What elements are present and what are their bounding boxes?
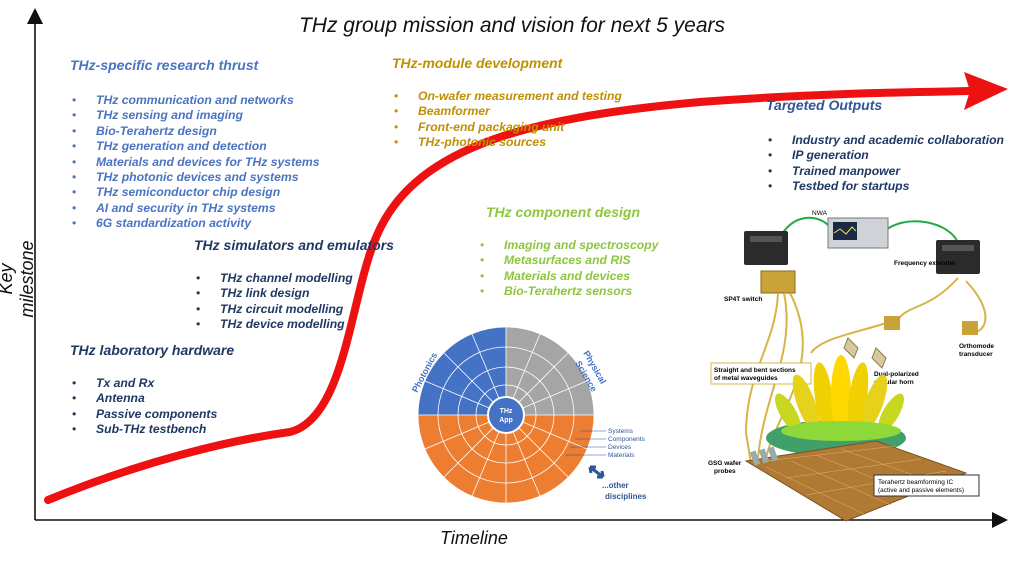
wheel-center-line2: App — [499, 417, 513, 424]
gsg-probes — [749, 446, 779, 466]
wheel-center — [487, 396, 525, 434]
simulators-heading: THz simulators and emulators — [194, 237, 394, 253]
list-item: Materials and devices — [478, 269, 658, 285]
level-systems: Systems — [608, 428, 634, 435]
lab-section: THz laboratory hardware Tx and Rx Antenn… — [70, 342, 234, 438]
chip-die — [746, 441, 966, 521]
list-item: Trained manpower — [766, 164, 1004, 180]
level-devices: Devices — [608, 444, 632, 451]
list-item: Antenna — [70, 391, 234, 407]
research-section: THz-specific research thrust THz communi… — [70, 57, 320, 232]
horn-label-1: Dual-polarized — [874, 371, 919, 378]
gsg-label-2: probes — [714, 468, 736, 475]
list-item: Passive components — [70, 407, 234, 423]
measurement-setup: NWA Frequency extender SP4T switch Ortho… — [708, 210, 994, 522]
double-arrow-icon — [588, 465, 605, 479]
list-item: Bio-Terahertz sensors — [478, 284, 658, 300]
list-item: THz sensing and imaging — [70, 108, 320, 124]
outputs-list: Industry and academic collaboration IP g… — [766, 133, 1004, 195]
sp4t-label: SP4T switch — [724, 296, 762, 303]
list-item: Metasurfaces and RIS — [478, 253, 658, 269]
list-item: THz device modelling — [194, 317, 394, 333]
x-axis-label: Timeline — [440, 528, 508, 548]
list-item: Tx and Rx — [70, 376, 234, 392]
waveguide-label-1: Straight and bent sections — [714, 367, 796, 374]
waveguide — [895, 277, 959, 324]
list-item: AI and security in THz systems — [70, 201, 320, 217]
list-item: THz circuit modelling — [194, 302, 394, 318]
ic-label-1: Terahertz beamforming IC — [878, 479, 953, 486]
wheel-center-line1: THz — [500, 408, 513, 415]
extender-label: Frequency extender — [894, 260, 956, 267]
outputs-heading: Targeted Outputs — [766, 97, 883, 113]
omt-label-2: transducer — [959, 351, 993, 358]
outputs-section: Targeted Outputs Industry and academic c… — [766, 97, 1004, 195]
omt-right — [962, 321, 978, 335]
horn-label-2: circular horn — [874, 379, 914, 386]
list-item: THz-photonic sources — [392, 135, 622, 151]
waveguide-label-2: of metal waveguides — [714, 375, 778, 382]
omt-left — [884, 316, 900, 330]
list-item: Materials and devices for THz systems — [70, 155, 320, 171]
component-list: Imaging and spectroscopy Metasurfaces an… — [478, 238, 658, 300]
research-list: THz communication and networks THz sensi… — [70, 93, 320, 232]
component-heading: THz component design — [486, 204, 640, 220]
list-item: Industry and academic collaboration — [766, 133, 1004, 149]
nwa-label: NWA — [812, 210, 828, 217]
list-item: THz channel modelling — [194, 271, 394, 287]
list-item: THz generation and detection — [70, 139, 320, 155]
simulators-section: THz simulators and emulators THz channel… — [194, 237, 394, 333]
ic-label-box — [873, 474, 980, 497]
list-item: 6G standardization activity — [70, 216, 320, 232]
radiation-pattern — [766, 355, 906, 456]
level-materials: Materials — [608, 452, 635, 459]
module-heading: THz-module development — [392, 55, 563, 71]
milestone-curve — [44, 87, 974, 504]
list-item: Bio-Terahertz design — [70, 124, 320, 140]
list-item: Sub-THz testbench — [70, 422, 234, 438]
discipline-wheel: THz App Photonics Physical Science Syste… — [410, 326, 647, 504]
wheel-level-leaders — [565, 430, 606, 456]
list-item: THz communication and networks — [70, 93, 320, 109]
other-disciplines-1: ...other — [602, 481, 629, 490]
wheel-level-labels: Systems Components Devices Materials — [608, 428, 646, 459]
other-disciplines-2: disciplines — [605, 492, 647, 501]
list-item: THz semiconductor chip design — [70, 185, 320, 201]
gsg-label-1: GSG wafer — [708, 460, 742, 467]
research-heading: THz-specific research thrust — [70, 57, 259, 73]
curve-arrowhead — [964, 72, 1008, 110]
list-item: THz photonic devices and systems — [70, 170, 320, 186]
waveguide — [810, 322, 887, 354]
list-item: Imaging and spectroscopy — [478, 238, 658, 254]
page-title: THz group mission and vision for next 5 … — [298, 14, 726, 37]
level-components: Components — [608, 436, 646, 443]
list-item: THz link design — [194, 286, 394, 302]
component-section: THz component design Imaging and spectro… — [480, 204, 658, 300]
lab-list: Tx and Rx Antenna Passive components Sub… — [70, 376, 234, 438]
list-item: Beamformer — [392, 104, 622, 120]
lab-heading: THz laboratory hardware — [70, 342, 235, 358]
sp4t-switch — [760, 270, 796, 294]
module-section: THz-module development On-wafer measurem… — [392, 55, 622, 151]
simulators-list: THz channel modelling THz link design TH… — [194, 271, 394, 333]
list-item: Front-end packaging unit — [392, 120, 622, 136]
ic-label-2: (active and passive elements) — [878, 487, 964, 494]
horn-left — [843, 337, 859, 359]
list-item: Testbed for startups — [766, 179, 1004, 195]
omt-label-1: Orthomode — [959, 343, 994, 350]
y-axis-label: Key milestone — [0, 240, 37, 318]
list-item: On-wafer measurement and testing — [392, 89, 622, 105]
waveguide-label-box — [710, 362, 812, 385]
cable — [881, 220, 959, 244]
horn-right — [871, 347, 887, 369]
list-item: IP generation — [766, 148, 1004, 164]
module-list: On-wafer measurement and testing Beamfor… — [392, 89, 622, 151]
